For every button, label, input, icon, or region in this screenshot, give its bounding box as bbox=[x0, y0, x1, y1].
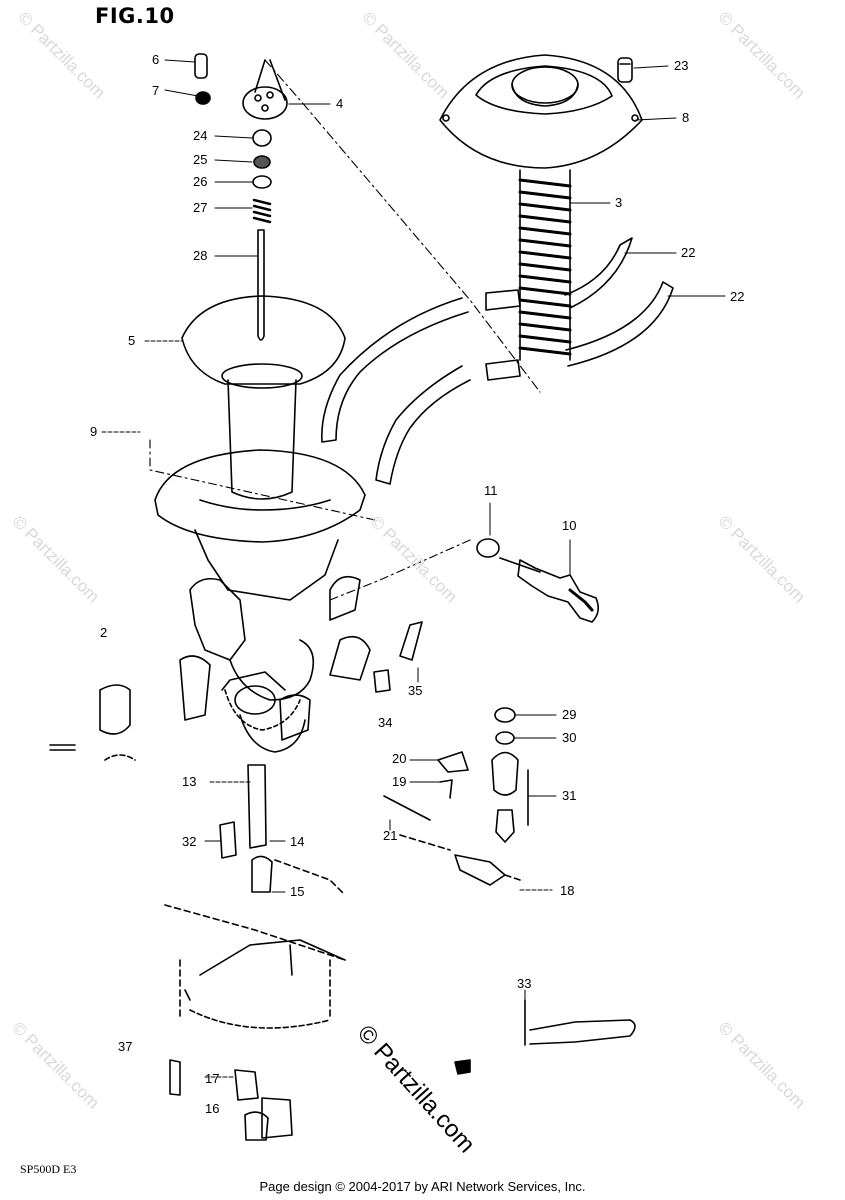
screw-23-part bbox=[617, 57, 633, 83]
leader-lines bbox=[101, 59, 726, 1078]
needle-parts bbox=[252, 129, 272, 341]
float-arm-part bbox=[383, 751, 521, 886]
piston-slide-part bbox=[181, 295, 346, 500]
callout-31: 31 bbox=[562, 788, 577, 803]
callout-17: 17 bbox=[205, 1071, 220, 1086]
float-needle-part bbox=[491, 707, 529, 843]
callout-33: 33 bbox=[517, 976, 532, 991]
callout-8: 8 bbox=[682, 110, 690, 125]
float-bowl-part bbox=[164, 904, 346, 1141]
plate-4-part bbox=[242, 59, 288, 120]
drain-screw-part bbox=[524, 999, 636, 1046]
callout-3: 3 bbox=[615, 195, 623, 210]
callout-24: 24 bbox=[193, 128, 208, 143]
callout-7: 7 bbox=[152, 83, 160, 98]
callout-32: 32 bbox=[182, 834, 197, 849]
bolt-35-part bbox=[373, 621, 423, 693]
callout-2: 2 bbox=[100, 625, 108, 640]
page-footer: Page design © 2004-2017 by ARI Network S… bbox=[259, 1179, 586, 1194]
callout-21: 21 bbox=[383, 828, 398, 843]
callout-6: 6 bbox=[152, 52, 160, 67]
callout-13: 13 bbox=[182, 774, 197, 789]
hose-part bbox=[321, 237, 674, 485]
spring-part bbox=[518, 169, 572, 361]
callout-4: 4 bbox=[336, 96, 344, 111]
callout-22-upper: 22 bbox=[681, 245, 696, 260]
callout-25: 25 bbox=[193, 152, 208, 167]
callout-15: 15 bbox=[290, 884, 305, 899]
callout-28: 28 bbox=[193, 248, 208, 263]
callout-34: 34 bbox=[378, 715, 393, 730]
callout-16: 16 bbox=[205, 1101, 220, 1116]
callout-11: 11 bbox=[484, 483, 498, 498]
figure-title: FIG.10 bbox=[95, 4, 175, 28]
carburetor-body-part bbox=[49, 449, 371, 761]
callout-27: 27 bbox=[193, 200, 208, 215]
callout-9: 9 bbox=[90, 424, 98, 439]
callout-29: 29 bbox=[562, 707, 577, 722]
figure-code: SP500D E3 bbox=[20, 1162, 77, 1176]
choke-plunger-part bbox=[476, 538, 600, 623]
callout-5: 5 bbox=[128, 333, 136, 348]
washer-7-part bbox=[195, 91, 211, 105]
callout-35: 35 bbox=[408, 683, 423, 698]
screw-6-part bbox=[194, 53, 208, 79]
callout-22-lower: 22 bbox=[730, 289, 745, 304]
callout-19: 19 bbox=[392, 774, 407, 789]
top-cap-part bbox=[439, 54, 643, 169]
callout-23: 23 bbox=[674, 58, 689, 73]
callout-14: 14 bbox=[290, 834, 305, 849]
callout-10: 10 bbox=[562, 518, 577, 533]
jet-parts bbox=[219, 764, 346, 896]
callout-20: 20 bbox=[392, 751, 407, 766]
callout-18: 18 bbox=[560, 883, 575, 898]
callout-26: 26 bbox=[193, 174, 208, 189]
callout-30: 30 bbox=[562, 730, 577, 745]
callout-37: 37 bbox=[118, 1039, 133, 1054]
